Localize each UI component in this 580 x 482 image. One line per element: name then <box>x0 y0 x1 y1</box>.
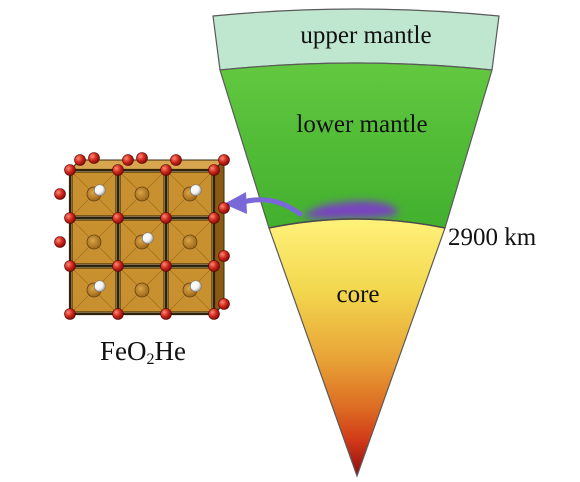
oxygen-atom <box>122 154 134 166</box>
oxygen-atom <box>208 212 220 224</box>
iron-atom <box>182 234 198 250</box>
oxygen-atom <box>112 164 124 176</box>
oxygen-atom <box>136 152 148 164</box>
boundary-depth-label: 2900 km <box>448 224 537 251</box>
iron-atom <box>86 234 102 250</box>
oxygen-atom <box>88 152 100 164</box>
oxygen-atom <box>54 236 66 248</box>
he-accumulation-zone <box>302 201 398 220</box>
oxygen-atom <box>160 308 172 320</box>
oxygen-atom <box>74 154 86 166</box>
transport-arrow <box>224 192 303 217</box>
oxygen-atom <box>64 212 76 224</box>
helium-atom <box>93 184 106 196</box>
oxygen-atom <box>64 308 76 320</box>
upper-mantle-label: upper mantle <box>300 22 431 49</box>
formula-subscript: 2 <box>146 351 155 368</box>
helium-atom <box>189 184 202 196</box>
earth-wedge: upper mantle lower mantle core 2900 km <box>212 8 537 478</box>
oxygen-atom <box>64 164 76 176</box>
oxygen-atom <box>112 308 124 320</box>
crystal-side-face <box>213 158 225 316</box>
oxygen-atom <box>112 212 124 224</box>
iron-atom <box>134 186 150 202</box>
iron-atom <box>134 282 150 298</box>
helium-atom <box>189 280 202 292</box>
oxygen-atom <box>218 250 230 262</box>
oxygen-atom <box>170 154 182 166</box>
oxygen-atom <box>208 260 220 272</box>
oxygen-atom <box>160 260 172 272</box>
oxygen-atom <box>54 188 66 200</box>
oxygen-atom <box>218 298 230 310</box>
oxygen-atom <box>64 260 76 272</box>
core-label: core <box>336 281 379 308</box>
oxygen-atom <box>218 154 230 166</box>
arrow-head-icon <box>224 192 247 214</box>
oxygen-atom <box>112 260 124 272</box>
crystal-formula: FeO2He <box>78 336 208 369</box>
helium-atom <box>141 232 154 244</box>
formula-part-he: He <box>154 336 186 366</box>
helium-atom <box>93 280 106 292</box>
lower-mantle-label: lower mantle <box>296 111 427 138</box>
oxygen-atom <box>218 202 230 214</box>
core-mantle-boundary <box>268 218 446 229</box>
arrow-shaft <box>240 197 303 217</box>
formula-part-feo: FeO <box>100 336 147 366</box>
oxygen-atom <box>160 164 172 176</box>
oxygen-atom <box>160 212 172 224</box>
crystal-structure <box>54 152 230 320</box>
oxygen-atom <box>208 164 220 176</box>
oxygen-atom <box>208 308 220 320</box>
core-layer <box>268 218 446 478</box>
